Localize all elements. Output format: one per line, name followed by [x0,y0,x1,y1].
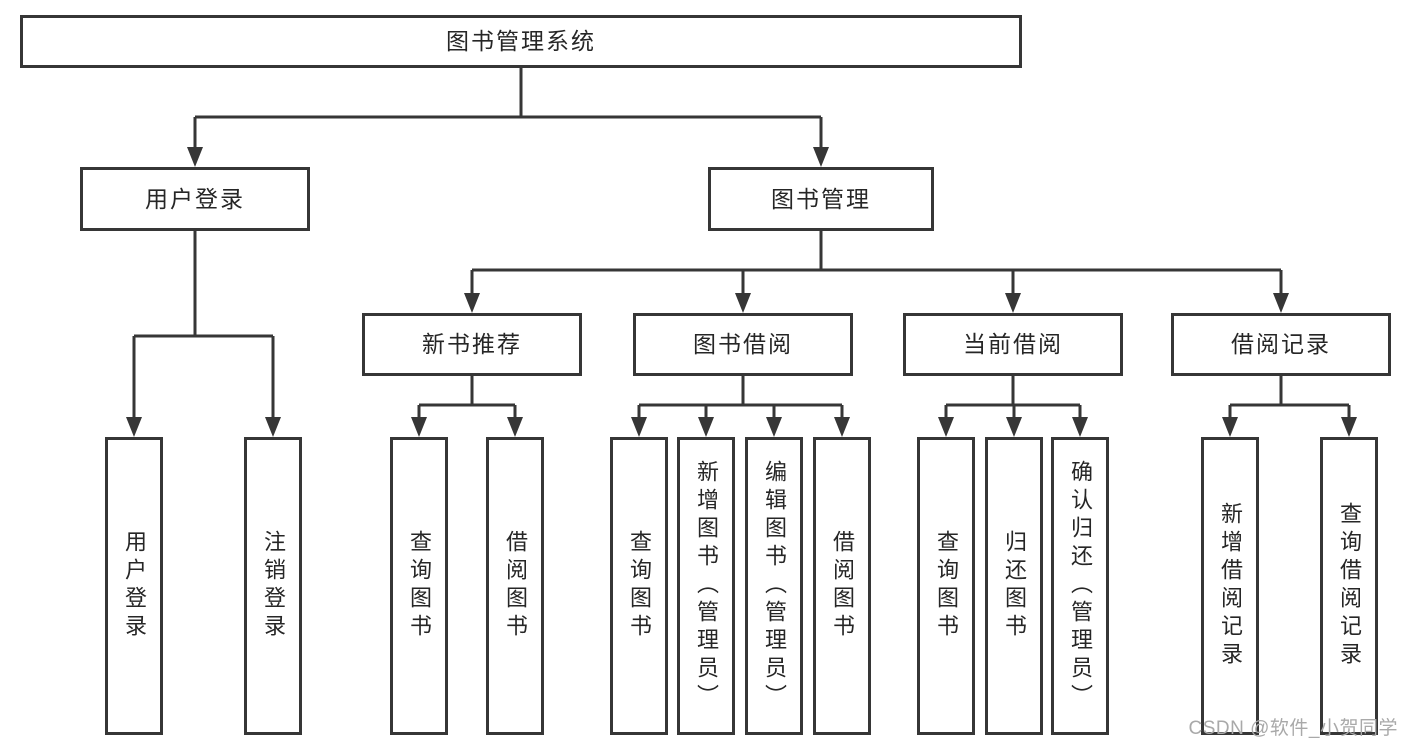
leaf-query-books-borrow: 查询图书 [610,437,668,735]
arrowhead-icon [1273,293,1289,313]
arrowhead-icon [1341,417,1357,437]
leaf-add-borrow-record: 新增借阅记录 [1201,437,1259,735]
arrowhead-icon [735,293,751,313]
arrowhead-icon [265,417,281,437]
arrowhead-icon [834,417,850,437]
arrowhead-icon [766,417,782,437]
arrowhead-icon [631,417,647,437]
arrowhead-icon [938,417,954,437]
leaf-edit-book-admin: 编辑图书（管理员） [745,437,803,735]
connector-new-book-children [417,376,517,420]
arrowhead-icon [187,147,203,167]
leaf-user-login: 用户登录 [105,437,163,735]
leaf-query-books-recommend: 查询图书 [390,437,448,735]
node-book-management: 图书管理 [708,167,934,231]
leaf-borrow-books-recommend: 借阅图书 [486,437,544,735]
arrowhead-icon [1072,417,1088,437]
leaf-return-book: 归还图书 [985,437,1043,735]
node-user-login: 用户登录 [80,167,310,231]
node-library-system: 图书管理系统 [20,15,1022,68]
csdn-watermark: CSDN @软件_小贺同学 [1188,718,1398,739]
connector-current-borrow-children [944,376,1082,420]
leaf-confirm-return-admin: 确认归还（管理员） [1051,437,1109,735]
arrowhead-icon [1006,417,1022,437]
arrowhead-icon [464,293,480,313]
leaf-query-books-current: 查询图书 [917,437,975,735]
node-book-borrowing: 图书借阅 [633,313,853,376]
arrowhead-icon [126,417,142,437]
node-new-book-recommendation: 新书推荐 [362,313,582,376]
connector-book-borrow-children [637,376,844,420]
leaf-add-book-admin: 新增图书（管理员） [677,437,735,735]
arrowhead-icon [813,147,829,167]
node-current-borrowing: 当前借阅 [903,313,1123,376]
arrowhead-icon [507,417,523,437]
leaf-query-borrow-record: 查询借阅记录 [1320,437,1378,735]
connector-user-login-children [132,231,275,420]
connector-root-to-level1 [193,68,823,150]
arrowhead-icon [1005,293,1021,313]
leaf-logout: 注销登录 [244,437,302,735]
connector-borrow-record-children [1228,376,1351,420]
node-borrowing-records: 借阅记录 [1171,313,1391,376]
arrowhead-icon [1222,417,1238,437]
leaf-borrow-books-borrow: 借阅图书 [813,437,871,735]
connector-book-mgmt-to-level2 [470,231,1283,296]
arrowhead-icon [411,417,427,437]
arrowhead-icon [698,417,714,437]
